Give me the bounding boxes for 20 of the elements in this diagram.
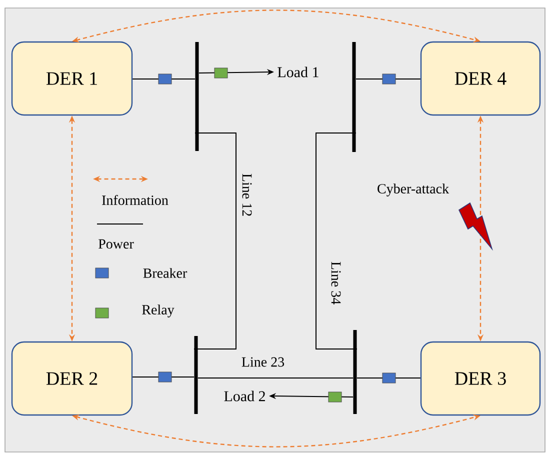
attack-label: Cyber-attack [378, 184, 450, 196]
load-label: Load 2 [224, 390, 265, 402]
bus-bar [195, 42, 199, 151]
bus-bar [194, 336, 198, 414]
power-line [132, 78, 196, 80]
bus-bar [352, 42, 356, 152]
power-line [316, 132, 358, 350]
der-box: DER 1 [11, 41, 133, 116]
der-box: DER 4 [420, 41, 541, 116]
legend-label: Information [102, 195, 168, 205]
legend-label: Power [98, 239, 134, 249]
load-label: Load 1 [278, 66, 318, 78]
legend-label: Breaker [143, 268, 188, 278]
der-box: DER 2 [11, 341, 133, 416]
legend-label: Relay [142, 304, 174, 318]
power-line [132, 376, 195, 378]
bus-bar [353, 330, 357, 414]
power-line [355, 78, 421, 80]
power-line [194, 132, 236, 350]
der-box: DER 3 [420, 341, 541, 416]
